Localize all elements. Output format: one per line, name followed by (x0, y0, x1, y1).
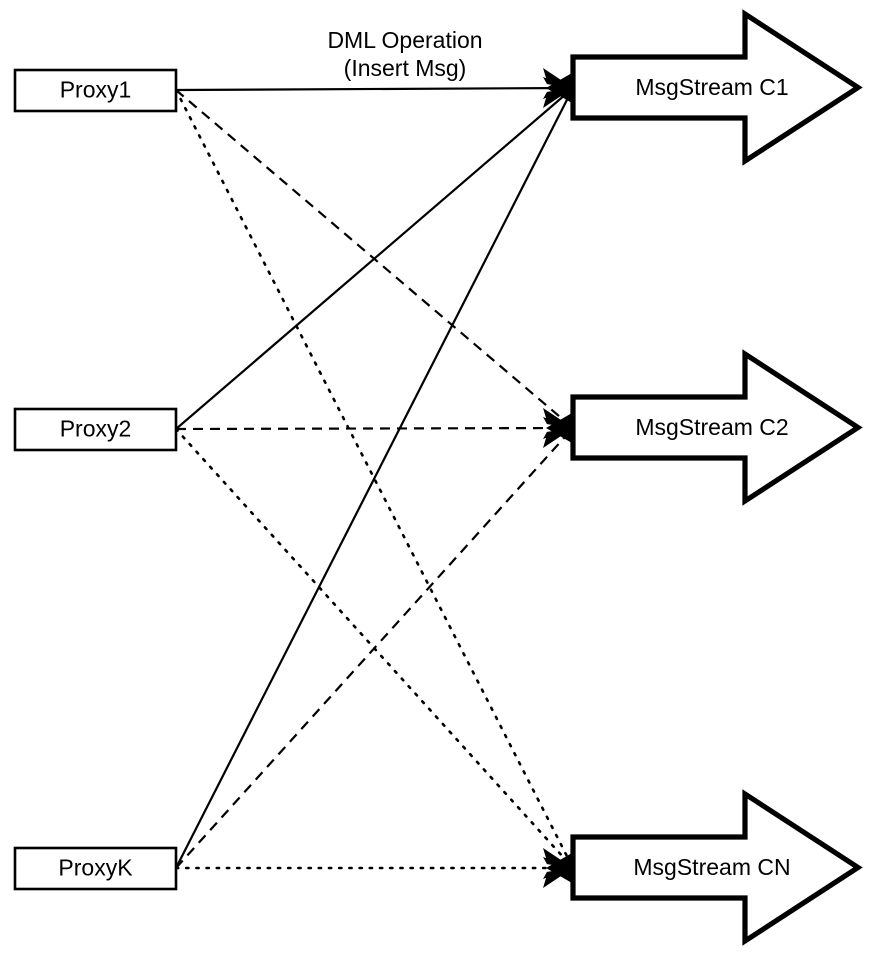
arrowhead-cn-barb (543, 857, 573, 868)
annotation-dml-operation-line2: (Insert Msg) (344, 55, 467, 81)
arrowhead-cn-barb (543, 848, 573, 868)
proxy-label-proxy1: Proxy1 (60, 77, 132, 103)
arrowhead-cn-barb (543, 868, 573, 888)
msgstream-node-msgstream-c1[interactable]: MsgStream C1 (570, 9, 863, 166)
proxy-node-proxy2[interactable]: Proxy2 (13, 407, 178, 452)
edge-proxyk-to-msgstream-c1 (175, 87, 574, 869)
arrowhead-c1-barb (543, 88, 573, 108)
proxy-box-proxy1[interactable] (13, 68, 178, 113)
edge-proxy1-to-msgstream-c1 (175, 86, 574, 92)
arrowhead-c2-barb (543, 417, 573, 428)
edge-proxy2-to-msgstream-c2 (175, 426, 574, 431)
msgstream-node-msgstream-cn[interactable]: MsgStream CN (570, 789, 863, 946)
edge-proxy2-to-msgstream-c1 (175, 87, 574, 430)
proxy-node-proxyk[interactable]: ProxyK (13, 846, 178, 891)
annotations-layer: DML Operation(Insert Msg) (327, 27, 482, 81)
msgstream-arrow-shape-msgstream-c1[interactable] (570, 9, 863, 166)
arrowhead-c1-barb (543, 77, 573, 88)
msgstream-arrow-shape-msgstream-cn[interactable] (570, 789, 863, 946)
arrowhead-c1-barb (543, 68, 573, 88)
arrowhead-c2-barb (543, 408, 573, 428)
arrowheads-layer (543, 68, 574, 888)
proxy-label-proxyk: ProxyK (58, 855, 133, 881)
msgstream-label-msgstream-c1: MsgStream C1 (635, 74, 788, 100)
arrowhead-c2-barb (543, 428, 573, 448)
proxy-label-proxy2: Proxy2 (60, 416, 132, 442)
msgstream-nodes-layer: MsgStream C1 MsgStream C2 MsgStream CN (570, 9, 863, 946)
proxy-box-proxy2[interactable] (13, 407, 178, 452)
proxy-node-proxy1[interactable]: Proxy1 (13, 68, 178, 113)
edges-layer (174, 86, 575, 870)
msgstream-node-msgstream-c2[interactable]: MsgStream C2 (570, 349, 863, 506)
proxy-box-proxyk[interactable] (13, 846, 178, 891)
edge-proxyk-to-msgstream-c2 (175, 427, 574, 869)
msgstream-label-msgstream-c2: MsgStream C2 (635, 414, 788, 440)
annotation-dml-operation: DML Operation(Insert Msg) (327, 27, 482, 81)
edge-proxy1-to-msgstream-cn (174, 88, 575, 870)
msgstream-arrow-shape-msgstream-c2[interactable] (570, 349, 863, 506)
annotation-dml-operation-line1: DML Operation (327, 27, 482, 53)
msgstream-label-msgstream-cn: MsgStream CN (633, 854, 790, 880)
